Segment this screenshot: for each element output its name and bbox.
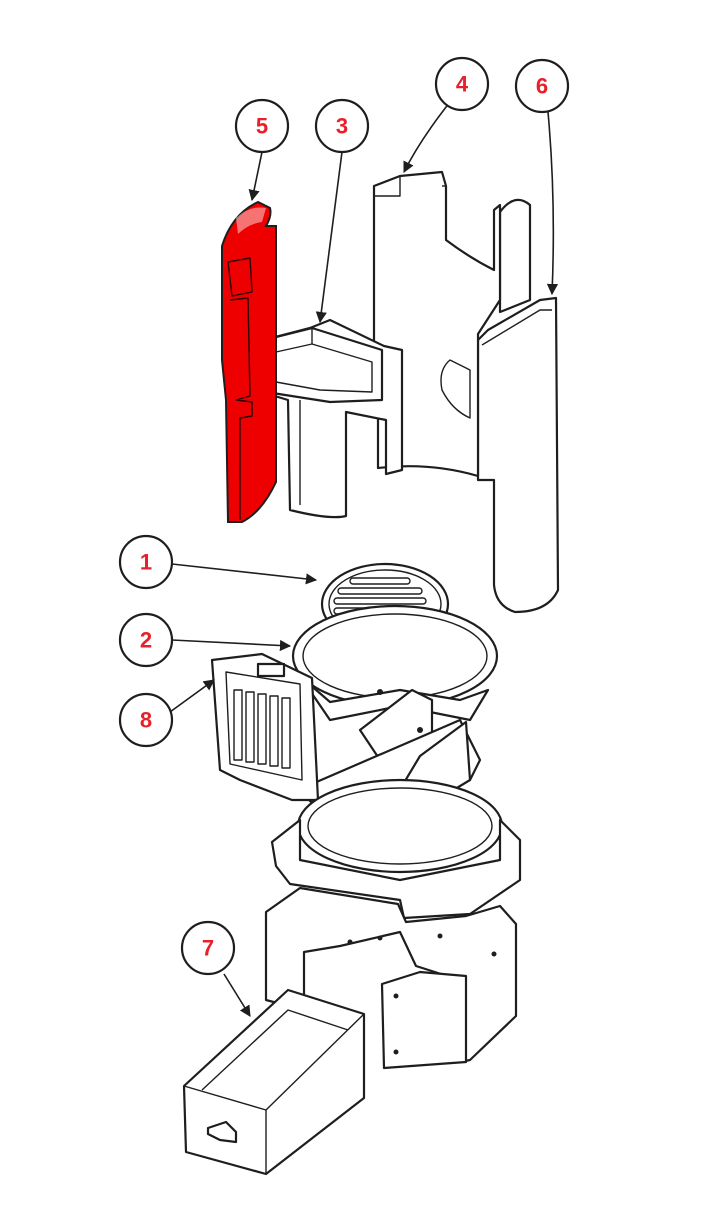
callout-6: 6 [514, 58, 570, 114]
lower-base-ring [264, 778, 522, 1064]
callout-4: 4 [434, 56, 490, 112]
callout-4-label: 4 [456, 72, 469, 97]
leader-lines [169, 101, 559, 1017]
callout-7-label: 7 [202, 936, 214, 961]
callout-8-label: 8 [140, 708, 152, 733]
part-5-highlighted-shield [221, 200, 277, 523]
part-6-rear-shield [476, 198, 560, 614]
part-7-ash-pan [182, 988, 366, 1176]
part-3-side-panel [262, 318, 404, 519]
callout-2-label: 2 [140, 628, 152, 653]
callout-8: 8 [118, 692, 174, 748]
callout-1-label: 1 [140, 550, 152, 575]
callout-5-label: 5 [256, 114, 268, 139]
callout-6-label: 6 [536, 74, 548, 99]
part-8-front-grid [210, 652, 320, 802]
callout-2: 2 [118, 612, 174, 668]
lower-skirt-panel [380, 970, 468, 1070]
callout-7: 7 [180, 920, 236, 976]
callout-3-label: 3 [336, 114, 348, 139]
callout-5: 5 [234, 98, 290, 154]
callout-1: 1 [118, 534, 174, 590]
callout-3: 3 [314, 98, 370, 154]
